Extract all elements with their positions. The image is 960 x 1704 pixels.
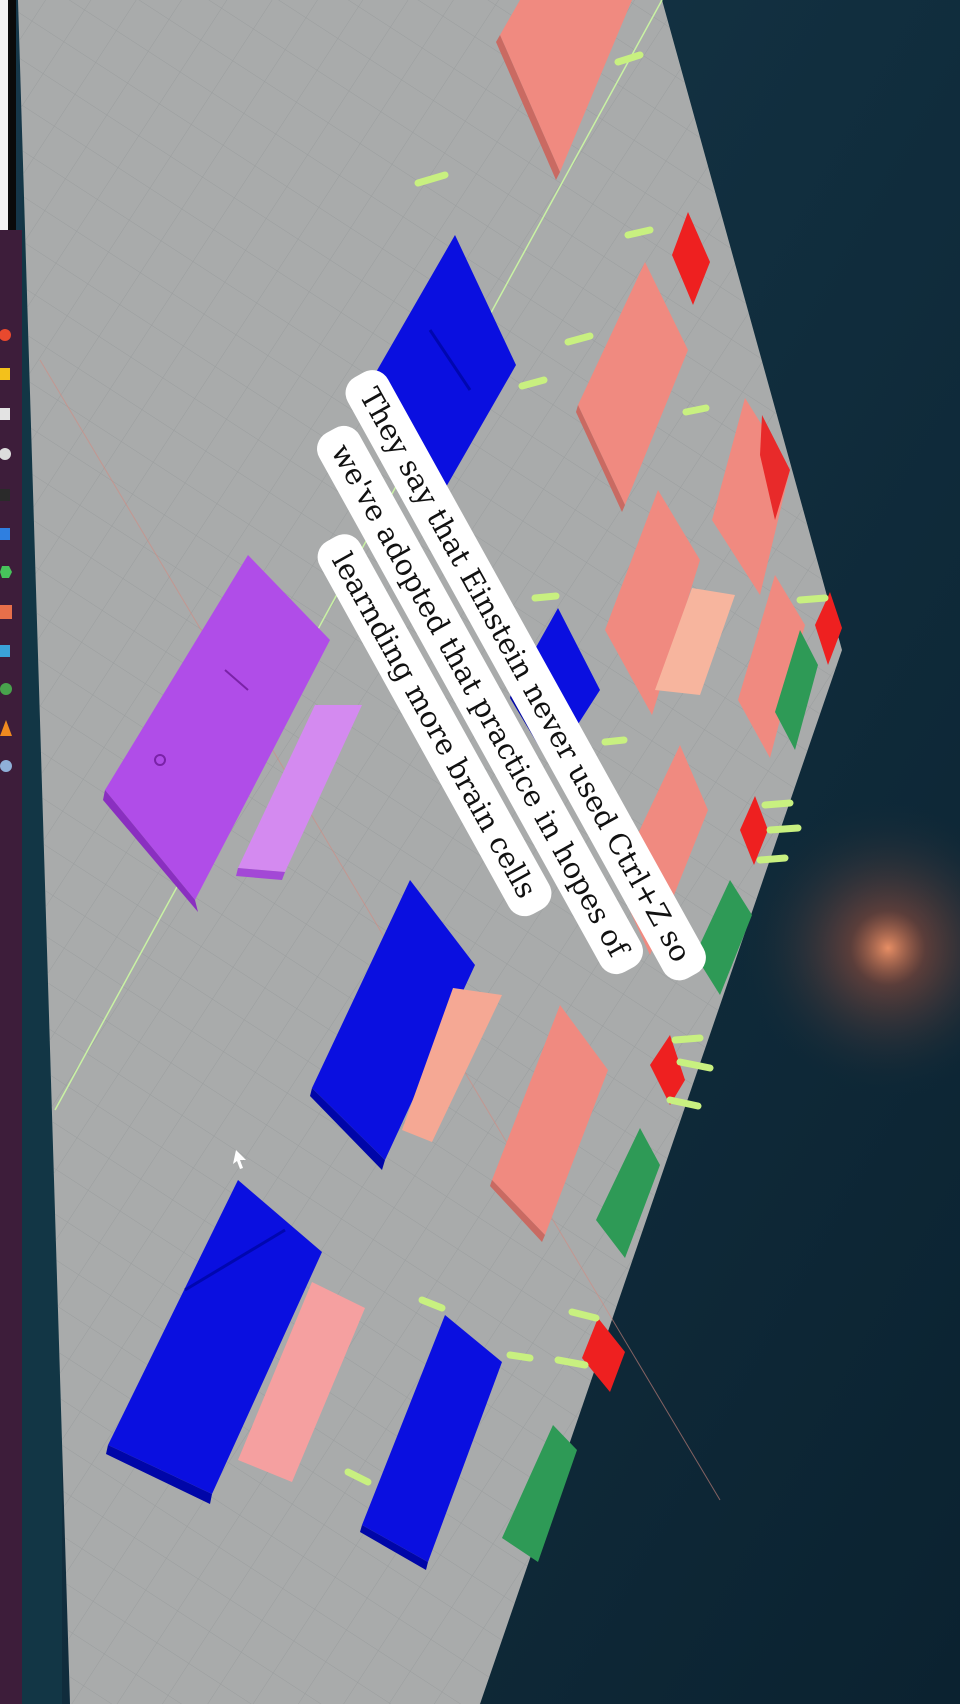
blue-part-3[interactable]: [310, 880, 502, 1170]
red-circle-icon[interactable]: [0, 329, 11, 341]
blue-part-4[interactable]: [106, 1180, 365, 1504]
plate-axis-y: [39, 359, 721, 1501]
red-part-2[interactable]: [815, 592, 842, 665]
purple-part[interactable]: [103, 555, 362, 912]
text-editor-icon[interactable]: [0, 645, 10, 657]
salmon-part-6[interactable]: [490, 1005, 608, 1242]
salmon-part-7[interactable]: [738, 575, 805, 758]
vscode-icon[interactable]: [0, 528, 10, 540]
yellow-icon[interactable]: [0, 368, 10, 380]
salmon-part-3[interactable]: [605, 490, 735, 715]
mouse-cursor: [233, 1150, 246, 1169]
green-part-1[interactable]: [775, 630, 818, 750]
alignment-pins: [344, 51, 829, 1486]
vlc-cone-icon[interactable]: [0, 720, 12, 736]
blue-part-5[interactable]: [360, 1315, 502, 1570]
app-dock: [0, 230, 22, 1704]
globe-icon[interactable]: [0, 683, 12, 695]
slides-icon[interactable]: [0, 605, 12, 619]
red-part-4[interactable]: [650, 1035, 685, 1105]
salmon-part-4[interactable]: [712, 398, 790, 595]
green-part-2[interactable]: [695, 880, 752, 995]
red-part-5[interactable]: [582, 1318, 625, 1392]
settings-icon[interactable]: [0, 760, 12, 772]
red-part-1[interactable]: [672, 212, 710, 305]
white-panel-fragment: [0, 0, 8, 230]
folder-icon[interactable]: [0, 408, 10, 420]
salmon-part-1[interactable]: [496, 0, 632, 180]
salmon-part-2[interactable]: [576, 262, 688, 512]
green-part-4[interactable]: [502, 1425, 577, 1562]
red-part-3[interactable]: [740, 796, 768, 865]
disc-icon[interactable]: [0, 448, 11, 460]
light-reflection: [738, 798, 960, 1098]
terminal-icon[interactable]: [0, 489, 10, 501]
green-hex-icon[interactable]: [0, 566, 12, 578]
dock-icons: [0, 329, 12, 772]
green-part-3[interactable]: [596, 1128, 660, 1258]
